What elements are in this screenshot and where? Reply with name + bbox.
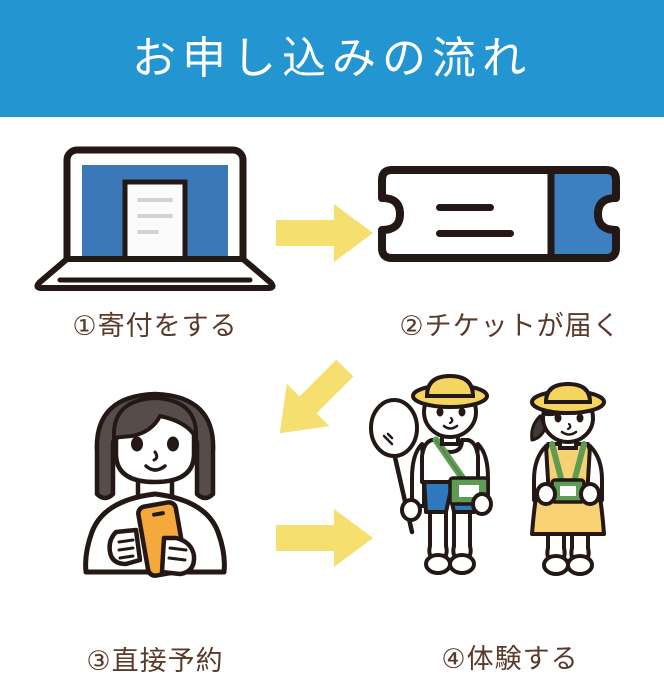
arrow-down-left-icon — [279, 359, 354, 434]
step-2-label: ②チケットが届く — [399, 311, 621, 342]
laptop-icon — [34, 146, 276, 291]
step-3-label: ③直接予約 — [86, 646, 224, 677]
two-children-icon — [369, 373, 606, 576]
girl-figure — [530, 381, 606, 576]
woman-illustration — [20, 382, 290, 578]
arrow-right-step3-to-step4 — [272, 503, 377, 573]
arrow-right-icon — [276, 509, 373, 567]
arrow-right-icon — [276, 204, 373, 262]
step-4-experience: ④体験する — [369, 373, 650, 676]
page-title: お申し込みの流れ — [132, 32, 532, 84]
step-4-label: ④体験する — [441, 644, 579, 675]
arrow-diagonal-step2-to-step3 — [248, 340, 378, 460]
ticket-icon — [378, 166, 620, 262]
step-2-ticket-arrives: ②チケットが届く — [370, 140, 650, 343]
ticket-illustration — [370, 140, 650, 290]
step-1-label: ①寄付をする — [72, 311, 238, 342]
children-illustration — [369, 373, 650, 577]
header-banner: お申し込みの流れ — [0, 0, 664, 117]
step-3-direct-reservation: ③直接予約 — [20, 382, 290, 678]
laptop-illustration — [20, 140, 290, 291]
arrow-right-step1-to-step2 — [272, 198, 377, 268]
boy-figure — [369, 373, 493, 575]
woman-with-smartphone-icon — [83, 391, 227, 578]
step-1-donate: ①寄付をする — [20, 140, 290, 343]
